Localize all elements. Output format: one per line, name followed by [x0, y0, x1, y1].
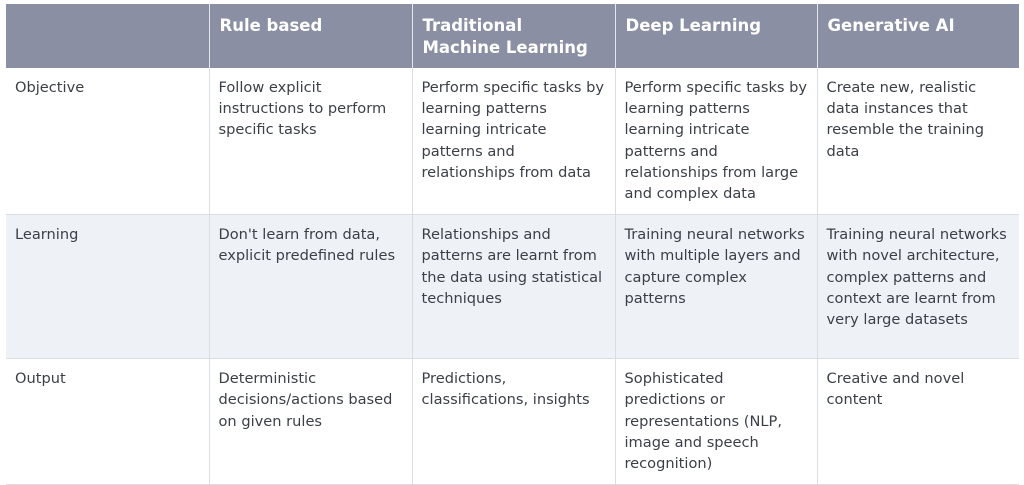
- cell-objective-traditional-ml: Perform specific tasks by learning patte…: [412, 68, 616, 216]
- cell-learning-rule-based: Don't learn from data, explicit predefin…: [209, 214, 413, 360]
- cell-output-deep-learning: Sophisticated predictions or representat…: [615, 358, 818, 485]
- cell-objective-deep-learning: Perform specific tasks by learning patte…: [615, 68, 818, 216]
- table-row-objective: Objective Follow explicit instructions t…: [6, 68, 1019, 216]
- row-label-objective: Objective: [6, 68, 210, 216]
- row-label-learning: Learning: [6, 214, 210, 360]
- cell-learning-generative-ai: Training neural networks with novel arch…: [817, 214, 1019, 360]
- cell-objective-generative-ai: Create new, realistic data instances tha…: [817, 68, 1019, 216]
- cell-output-rule-based: Deterministic decisions/actions based on…: [209, 358, 413, 485]
- cell-objective-rule-based: Follow explicit instructions to perform …: [209, 68, 413, 216]
- cell-learning-deep-learning: Training neural networks with multiple l…: [615, 214, 818, 360]
- ai-approaches-comparison-table: Rule based Traditional Machine Learning …: [6, 4, 1019, 485]
- header-rule-based: Rule based: [209, 4, 413, 68]
- header-deep-learning: Deep Learning: [615, 4, 818, 68]
- row-label-output: Output: [6, 358, 210, 485]
- header-row: Rule based Traditional Machine Learning …: [6, 4, 1019, 68]
- table-row-output: Output Deterministic decisions/actions b…: [6, 358, 1019, 485]
- table-row-learning: Learning Don't learn from data, explicit…: [6, 214, 1019, 360]
- comparison-table-container: Rule based Traditional Machine Learning …: [6, 4, 1019, 485]
- cell-output-traditional-ml: Predictions, classifications, insights: [412, 358, 616, 485]
- header-generative-ai: Generative AI: [817, 4, 1019, 68]
- header-traditional-ml: Traditional Machine Learning: [412, 4, 616, 68]
- header-corner-cell: [6, 4, 210, 68]
- cell-learning-traditional-ml: Relationships and patterns are learnt fr…: [412, 214, 616, 360]
- cell-output-generative-ai: Creative and novel content: [817, 358, 1019, 485]
